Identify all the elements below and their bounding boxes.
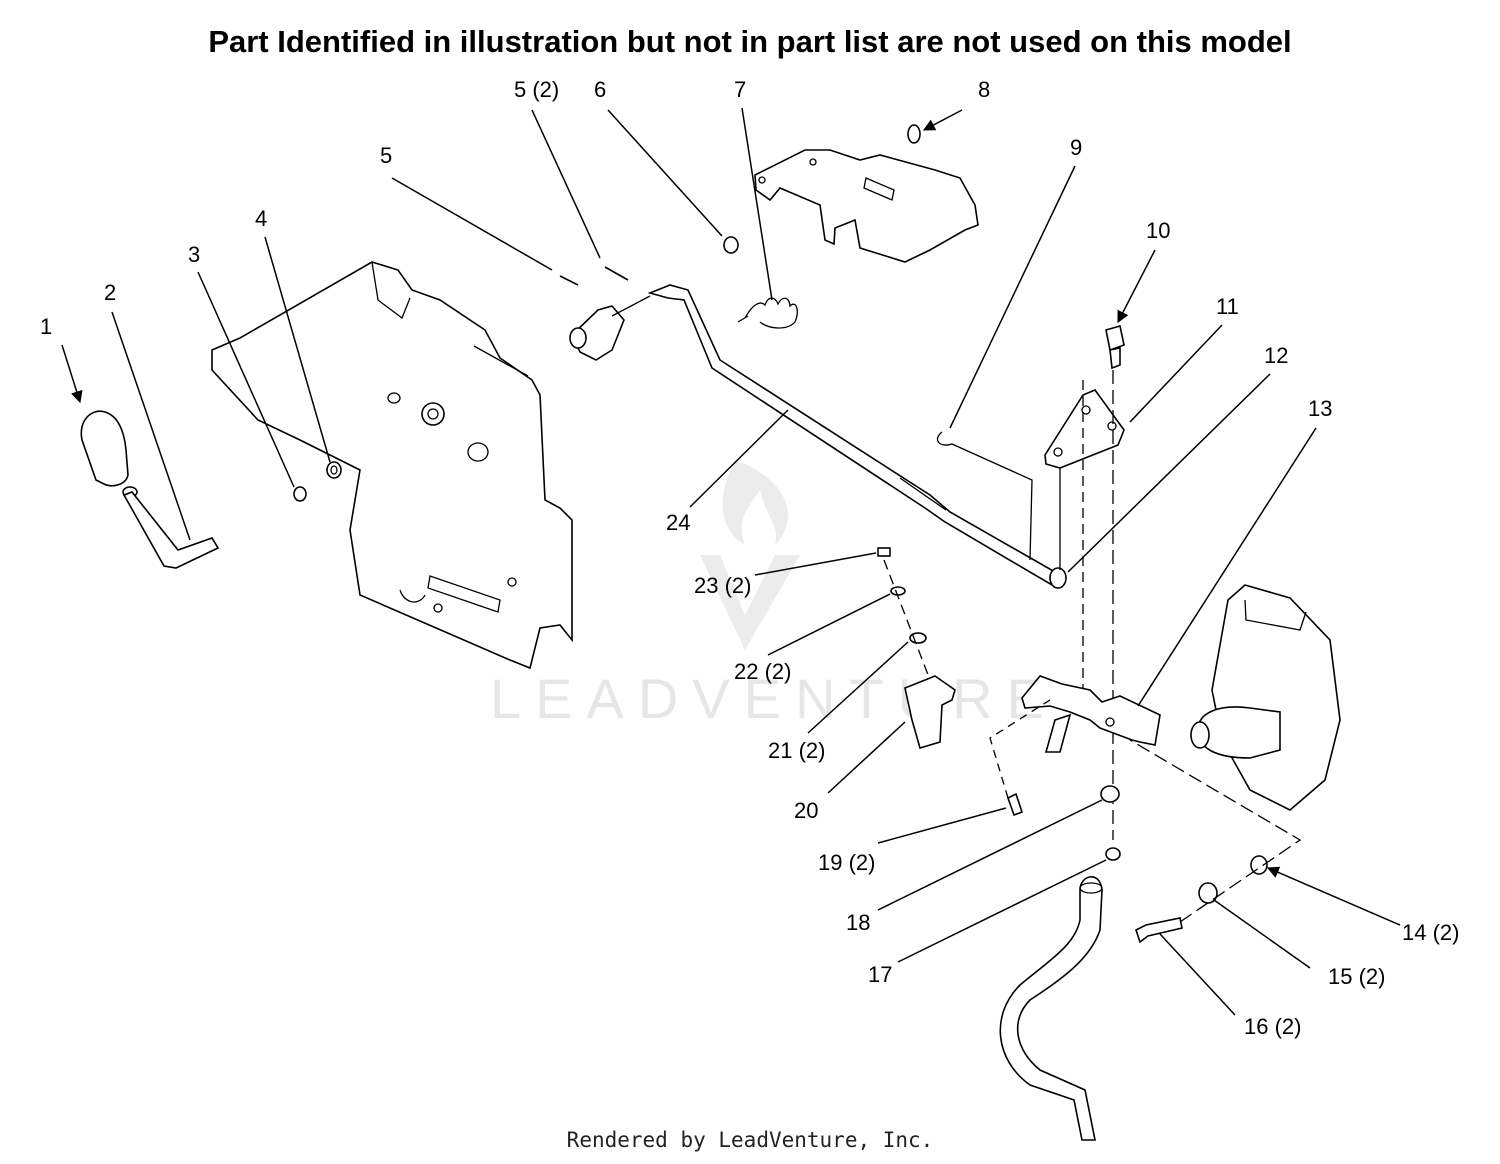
cam-pivot-part [569, 295, 651, 361]
nut-part-6 [723, 236, 739, 254]
callout-23: 23 (2) [694, 573, 751, 598]
washer-part-8 [907, 124, 921, 144]
callout-2: 2 [104, 280, 116, 305]
shift-rod-part [647, 284, 1067, 589]
pin-part-5b [604, 266, 629, 281]
callout-17: 17 [868, 962, 892, 987]
page-title: Part Identified in illustration but not … [208, 24, 1292, 59]
washer-part-21 [909, 632, 927, 644]
callout-18: 18 [846, 910, 870, 935]
bracket-part-20 [904, 675, 956, 749]
callout-8: 8 [978, 77, 990, 102]
bolt-part-19 [1007, 792, 1024, 817]
knob-part [80, 410, 138, 498]
callout-5-pair: 5 (2) [514, 77, 559, 102]
triangle-plate-part [1044, 389, 1125, 570]
spring-part [737, 297, 798, 329]
pedal-rod-part [999, 876, 1103, 1141]
shift-lever-part [122, 491, 220, 569]
callout-20: 20 [794, 798, 818, 823]
pin-part-23 [877, 547, 891, 557]
frame-bracket-part [211, 261, 573, 670]
callout-22: 22 (2) [734, 659, 791, 684]
pin-part-5 [559, 275, 579, 286]
bolt-part-16 [1135, 917, 1183, 944]
clip-part-9 [936, 431, 1033, 561]
washer-part-14 [1250, 855, 1268, 875]
callout-4: 4 [255, 206, 267, 231]
callout-14: 14 (2) [1402, 920, 1459, 945]
callout-19: 19 (2) [818, 850, 875, 875]
callout-9: 9 [1070, 135, 1082, 160]
callout-21: 21 (2) [768, 738, 825, 763]
footer-credit: Rendered by LeadVenture, Inc. [566, 1128, 934, 1152]
watermark-logo [700, 460, 800, 650]
callout-6: 6 [594, 77, 606, 102]
callout-10: 10 [1146, 218, 1170, 243]
callout-16: 16 (2) [1244, 1014, 1301, 1039]
callout-24: 24 [666, 510, 690, 535]
washer-part-22 [890, 586, 906, 596]
callout-5: 5 [380, 143, 392, 168]
callout-3: 3 [188, 242, 200, 267]
transmission-part [1190, 584, 1341, 811]
callout-1: 1 [40, 314, 52, 339]
callout-11: 11 [1216, 294, 1239, 319]
callout-15: 15 (2) [1328, 964, 1385, 989]
nut-part-4 [326, 461, 342, 479]
nut-part-17 [1105, 847, 1121, 861]
washer-part-3 [293, 486, 307, 502]
callout-12: 12 [1264, 343, 1288, 368]
bolt-part-10 [1105, 324, 1125, 370]
bracket-part-13 [1021, 675, 1161, 753]
bushing-part-18 [1100, 785, 1120, 803]
upper-bracket-part [754, 149, 979, 263]
callout-13: 13 [1308, 396, 1332, 421]
callout-7: 7 [734, 77, 746, 102]
